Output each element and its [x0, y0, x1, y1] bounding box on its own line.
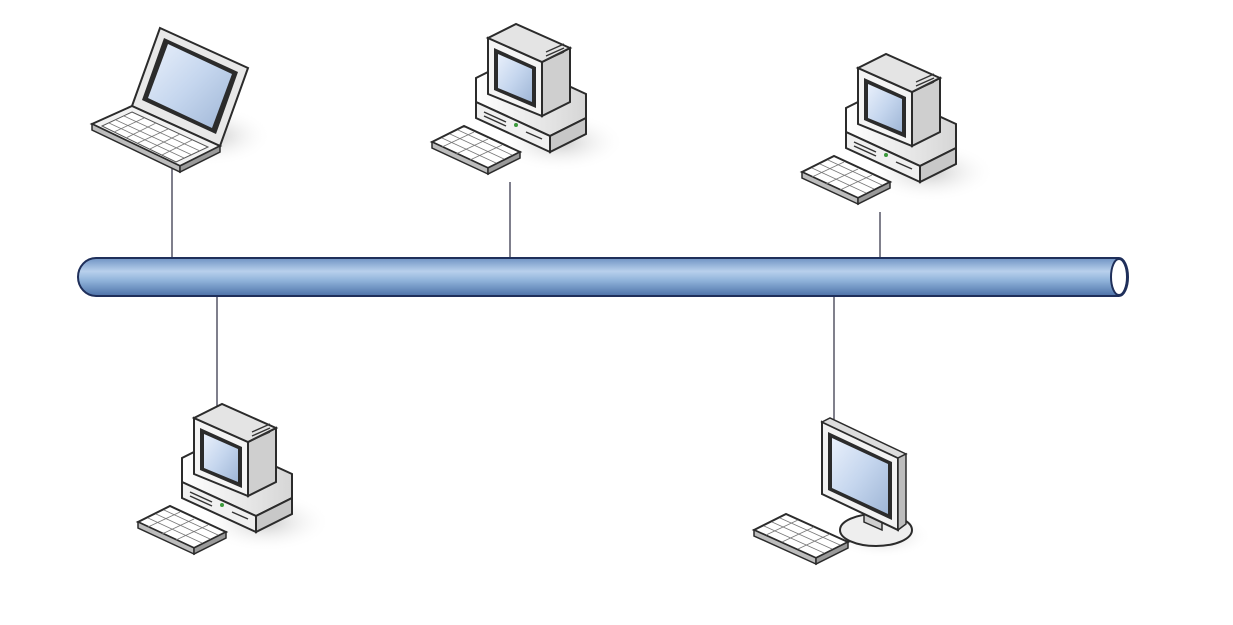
desktop-computer-icon [429, 22, 625, 176]
desktop-computer-icon [799, 52, 995, 206]
connection-links [171, 165, 881, 420]
lcd-monitor-icon [751, 417, 932, 566]
bus-cable [77, 257, 1129, 297]
bus-cable-end [1110, 258, 1128, 296]
laptop-icon [89, 26, 272, 174]
desktop-computer-icon [135, 402, 331, 556]
